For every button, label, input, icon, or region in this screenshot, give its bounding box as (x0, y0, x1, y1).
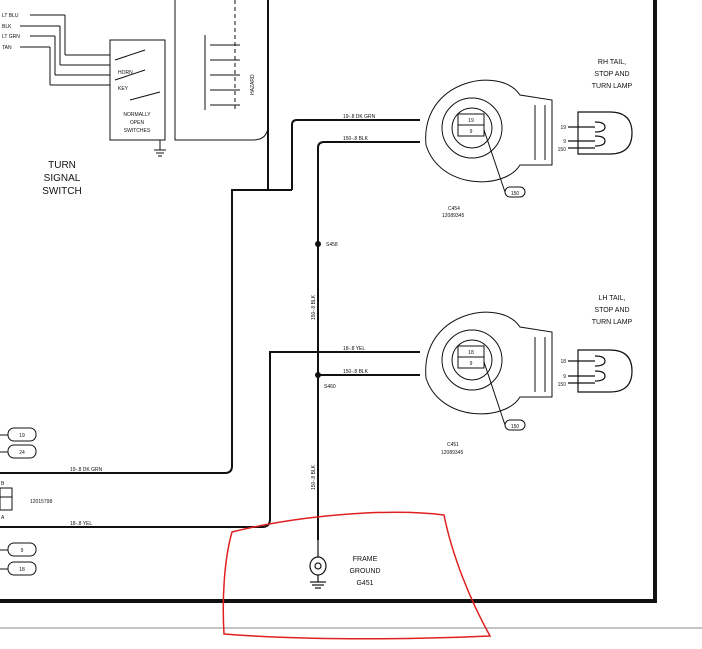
lh-title-line2: STOP AND (594, 307, 629, 314)
lh-pin-top: 18 (468, 350, 474, 356)
lh-wire-top-label: 18-.8 YEL (343, 346, 365, 352)
left-pin-19: 19 (19, 433, 25, 439)
left-pin-18: 18 (19, 567, 25, 573)
rh-ref: 150 (511, 191, 520, 197)
lh-title-line3: TURN LAMP (592, 319, 633, 326)
wire-label-blk: BLK (2, 24, 12, 30)
rh-lamp-plug (568, 111, 633, 155)
left-wire-2-label: 18-.8 YEL (70, 521, 92, 527)
switch-labels: LT BLU BLK LT GRN TAN HORN KEY HAZARD NO… (2, 13, 256, 197)
rh-wire-bottom-label: 150-.8 BLK (343, 136, 369, 142)
lh-part-no: 12089345 (441, 450, 463, 456)
lh-lamp-plug (568, 349, 633, 393)
ground-label-line1: FRAME (353, 556, 378, 563)
frame-ground-labels: FRAME GROUND G451 (349, 556, 380, 587)
rh-plug-labels: 19 9 150 (558, 125, 567, 153)
ground-label-line3: G451 (356, 580, 373, 587)
normally-open-line2: OPEN (130, 120, 145, 126)
left-conn-a: A (1, 515, 5, 521)
rh-pin-bottom: 9 (470, 129, 473, 135)
rh-title-line1: RH TAIL, (598, 59, 626, 66)
normally-open-line3: SWITCHES (124, 128, 151, 134)
switch-title-line2: SIGNAL (44, 173, 81, 184)
switch-title-line1: TURN (48, 160, 76, 171)
key-label: KEY (118, 86, 129, 92)
splice-s458-dot (315, 241, 321, 247)
splice-s460-label: S460 (324, 384, 336, 390)
left-pin-24: 24 (19, 450, 25, 456)
lh-ref: 150 (511, 424, 520, 430)
left-conn-b: B (1, 481, 5, 487)
left-connector-labels: 19 24 9 18 B A 12015798 (1, 433, 52, 573)
horn-label: HORN (118, 70, 133, 76)
red-annotation-loop (222, 511, 492, 640)
rh-plug-pin-1: 19 (560, 125, 566, 131)
rh-title-line3: TURN LAMP (592, 83, 633, 90)
lh-lamp-labels: 18 9 150 C451 12089345 LH TAIL, STOP AND… (441, 295, 633, 456)
left-part-no: 12015798 (30, 499, 52, 505)
lh-pin-bottom: 9 (470, 361, 473, 367)
frame-ground-symbol (309, 540, 327, 589)
left-pin-9: 9 (21, 548, 24, 554)
vertical-wire-bottom-label: 150-.8 BLK (311, 464, 317, 490)
normally-open-line1: NORMALLY (123, 112, 151, 118)
hazard-label: HAZARD (250, 74, 256, 95)
lh-plug-pin-1: 18 (560, 359, 566, 365)
left-connectors (0, 427, 37, 576)
left-wire-1-label: 19-.8 DK GRN (70, 467, 103, 473)
rh-pin-top: 19 (468, 118, 474, 124)
lh-plug-pin-2: 9 (563, 374, 566, 380)
lh-connector: C451 (447, 442, 459, 448)
splice-dots (315, 241, 321, 378)
rh-title-line2: STOP AND (594, 71, 629, 78)
splice-s460-dot (315, 372, 321, 378)
rh-wire-top-label: 19-.8 DK GRN (343, 114, 376, 120)
rh-lamp-labels: 19 9 150 C454 12089345 RH TAIL, STOP AND… (442, 59, 633, 219)
vertical-wire-top-label: 150-.8 BLK (311, 294, 317, 320)
rh-plug-pin-2: 9 (563, 139, 566, 145)
wire-label-lt-blu: LT BLU (2, 13, 19, 19)
splice-s458-label: S458 (326, 242, 338, 248)
lh-plug-pin-3: 150 (558, 382, 567, 388)
ground-label-line2: GROUND (349, 568, 380, 575)
wire-labels: 19-.8 DK GRN 150-.8 BLK 18-.8 YEL 150-.8… (70, 114, 376, 527)
turn-signal-switch (20, 0, 269, 157)
wire-label-lt-grn: LT GRN (2, 34, 20, 40)
lh-wire-bottom-label: 150-.8 BLK (343, 369, 369, 375)
lh-title-line1: LH TAIL, (599, 295, 626, 302)
main-wires (0, 0, 420, 540)
wire-label-tan: TAN (2, 45, 12, 51)
lh-plug-labels: 18 9 150 (558, 359, 567, 388)
rh-lamp-socket (425, 79, 553, 198)
frame-border (0, 0, 702, 629)
rh-plug-pin-3: 150 (558, 147, 567, 153)
switch-title-line3: SWITCH (42, 186, 81, 197)
rh-connector: C454 (448, 206, 460, 212)
rh-part-no: 12089345 (442, 213, 464, 219)
lh-lamp-socket (425, 311, 553, 431)
